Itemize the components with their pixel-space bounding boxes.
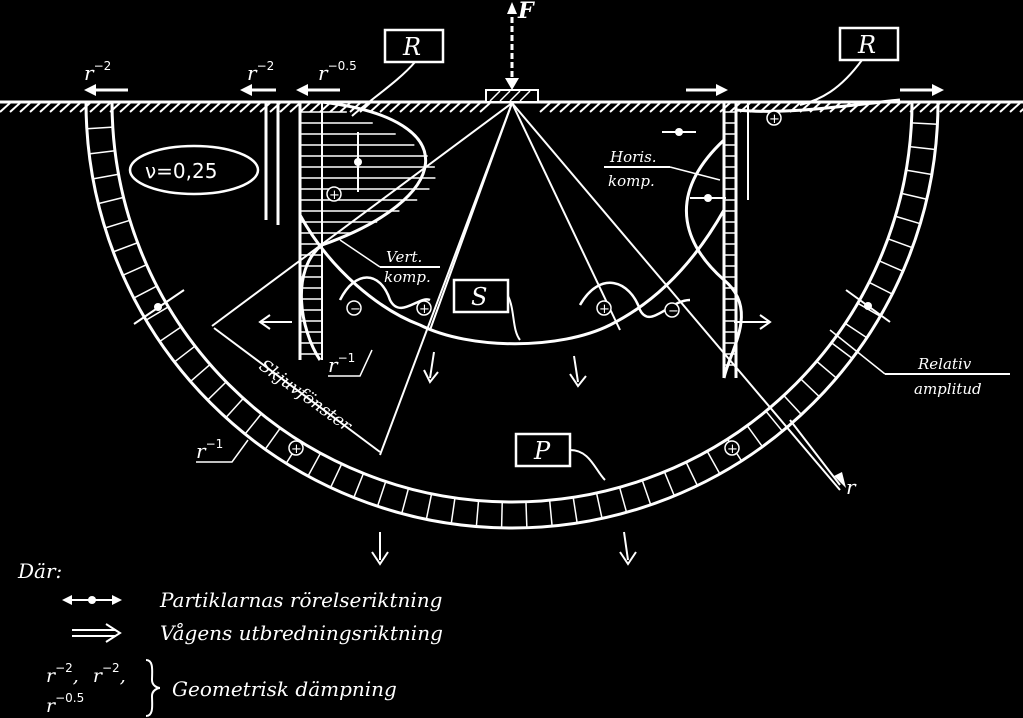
r-exp-label-3: r−0.5	[318, 59, 357, 85]
svg-text:+: +	[291, 442, 302, 457]
svg-text:+: +	[727, 442, 738, 457]
horis-label-2: komp.	[608, 172, 655, 190]
r-exp-label-5: r−1	[196, 437, 223, 463]
poisson-label: ν=0,25	[145, 159, 217, 183]
legend-particle-text: Partiklarnas rörelseriktning	[159, 588, 442, 612]
legend-title: Där:	[17, 559, 62, 583]
legend-particle-icon	[62, 595, 122, 605]
relativ-label-2: amplitud	[914, 380, 982, 398]
p-box-label: P	[533, 437, 551, 465]
legend-brace	[145, 659, 161, 717]
surface-arrows	[84, 84, 944, 96]
sign-markers: + − + + − + + +	[288, 110, 782, 457]
svg-text:+: +	[769, 112, 780, 127]
r-wave-right	[684, 98, 901, 379]
vert-label-2: komp.	[384, 268, 431, 286]
svg-text:+: +	[329, 188, 340, 203]
r-box-right	[838, 26, 900, 62]
propagation-arrows	[258, 314, 772, 566]
legend-wave-icon	[72, 623, 122, 643]
vert-label-1: Vert.	[386, 248, 422, 266]
relativ-label-1: Relativ	[917, 355, 972, 373]
particle-arrows	[133, 128, 891, 325]
legend-geom-exps-2: r−0.5	[46, 691, 84, 717]
svg-text:+: +	[419, 302, 430, 317]
force-arrow	[505, 2, 519, 90]
svg-text:−: −	[350, 302, 361, 317]
s-box-label: S	[471, 283, 487, 311]
ray-lines	[211, 102, 841, 491]
r-wave-left	[264, 100, 436, 361]
poisson-ellipse	[128, 144, 260, 196]
r-exp-label-1: r−2	[84, 59, 111, 85]
p-wave-band	[84, 101, 940, 530]
horis-label-1: Horis.	[609, 148, 657, 166]
svg-text:−: −	[668, 304, 679, 319]
r-axis-label: r	[846, 475, 857, 499]
footing-hatch	[489, 90, 531, 102]
legend-wave-text: Vågens utbredningsriktning	[160, 621, 443, 645]
legend-geom-text: Geometrisk dämpning	[172, 677, 397, 701]
force-label: F	[517, 0, 535, 24]
svg-text:+: +	[599, 302, 610, 317]
r-box-right-label: R	[857, 31, 876, 59]
r-box-left-label: R	[402, 33, 421, 61]
r-exp-label-2: r−2	[247, 59, 274, 85]
r-exp-label-4: r−1	[328, 351, 355, 377]
legend: Där: Partiklarnas rörelseriktning Vågens…	[17, 559, 443, 717]
legend-geom-exps-1: r−2, r−2,	[46, 661, 126, 687]
shear-window-label: Skjuvfönster	[255, 356, 356, 437]
